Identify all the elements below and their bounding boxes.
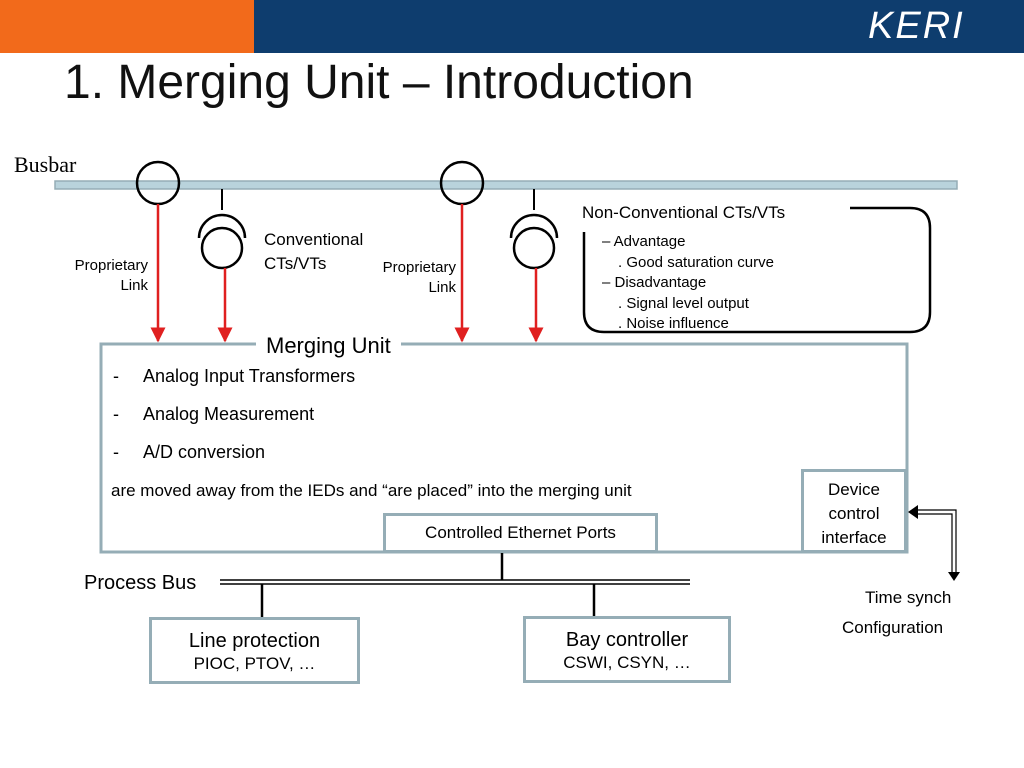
device-control-line2: control: [828, 504, 880, 523]
line-protection-box: Line protection PIOC, PTOV, …: [149, 617, 360, 684]
bullet-2-text: Analog Measurement: [143, 404, 315, 424]
ethernet-ports-label: Controlled Ethernet Ports: [425, 523, 616, 542]
bay-controller-title: Bay controller: [565, 629, 689, 651]
bay-controller-subtitle: CSWI, CSYN, …: [563, 653, 691, 672]
header-bar: [254, 0, 1024, 53]
process-bus-label: Process Bus: [84, 572, 199, 595]
configuration-label: Configuration: [842, 618, 944, 637]
slide-title: 1. Merging Unit – Introduction: [64, 56, 694, 109]
device-control-line1: Device: [828, 480, 880, 499]
bullet-3-dash: -: [113, 442, 119, 462]
left-link-label: Proprietary Link: [62, 256, 148, 296]
nonconventional-bracket: [582, 206, 932, 334]
bullet-1-text: Analog Input Transformers: [143, 366, 356, 386]
time-synch-connector-outer: [912, 509, 957, 574]
mid-link-label-line1: Proprietary: [382, 259, 456, 276]
advantage-heading: – Advantage: [602, 233, 686, 250]
header-accent-bar: [0, 0, 254, 53]
mid-link-label-line2: Link: [428, 279, 456, 296]
merging-unit-title: Merging Unit: [256, 333, 401, 359]
conventional-label: Conventional CTs/VTs: [264, 228, 363, 276]
bay-controller-box: Bay controller CSWI, CSYN, …: [523, 616, 731, 683]
time-synch-connector-inner: [912, 513, 953, 574]
line-protection-subtitle: PIOC, PTOV, …: [193, 654, 316, 673]
bullet-3-text: A/D conversion: [143, 442, 266, 462]
busbar-line: [54, 180, 958, 190]
time-synch-label: Time synch: [865, 588, 952, 607]
bullet-2: - Analog Measurement: [113, 404, 314, 425]
line-protection-title: Line protection: [188, 630, 321, 652]
device-control-line3: interface: [821, 528, 887, 547]
bullet-1-dash: -: [113, 366, 119, 386]
busbar-label: Busbar: [14, 152, 77, 177]
vt-right-circle: [512, 226, 556, 270]
vt-right-arc: [509, 213, 559, 239]
bullet-1: - Analog Input Transformers: [113, 366, 355, 387]
left-link-label-line1: Proprietary: [74, 257, 148, 274]
mid-link-label: Proprietary Link: [368, 258, 456, 298]
merging-unit-statement: are moved away from the IEDs and “are pl…: [111, 481, 632, 500]
bullet-2-dash: -: [113, 404, 119, 424]
keri-logo: KERI: [868, 5, 965, 47]
connector-arrowhead-left: [908, 505, 918, 519]
device-control-interface-box: Device control interface: [801, 469, 907, 553]
nonconventional-list: – Advantage . Good saturation curve – Di…: [602, 232, 774, 335]
conventional-label-line2: CTs/VTs: [264, 254, 327, 273]
vt-left-arc: [197, 213, 247, 239]
bullet-3: - A/D conversion: [113, 442, 265, 463]
disadvantage-item-1: . Signal level output: [618, 294, 749, 312]
left-link-label-line2: Link: [120, 277, 148, 294]
disadvantage-heading: – Disadvantage: [602, 274, 707, 291]
disadvantage-item-2: . Noise influence: [618, 315, 729, 332]
connector-arrowhead-down: [948, 572, 960, 581]
vt-left-circle: [200, 226, 244, 270]
nonconventional-title: Non-Conventional CTs/VTs: [582, 203, 786, 222]
conventional-label-line1: Conventional: [264, 230, 364, 249]
ethernet-ports-box: Controlled Ethernet Ports: [383, 513, 658, 553]
advantage-item: . Good saturation curve: [618, 253, 774, 271]
